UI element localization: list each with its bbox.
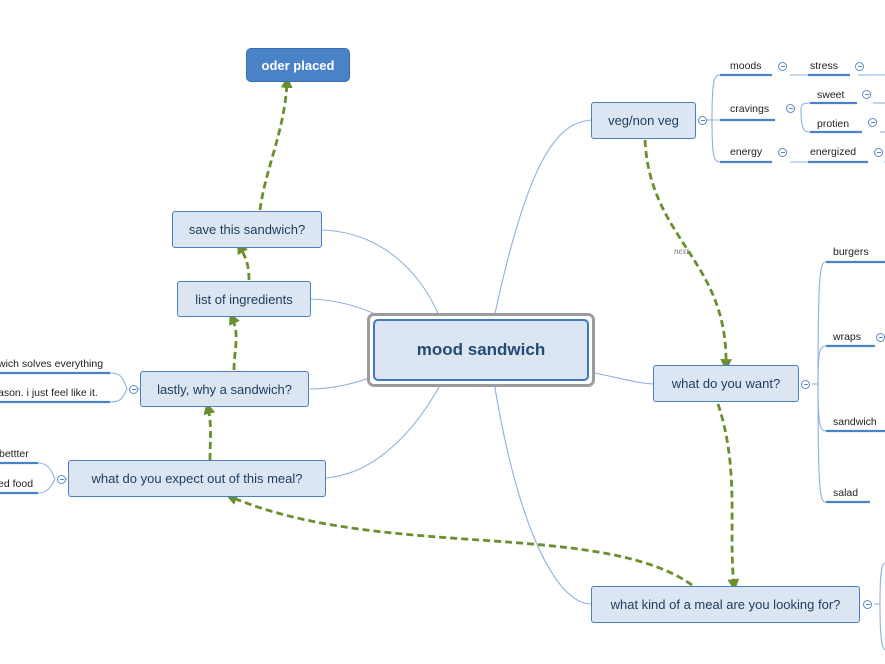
collapse-toggle-energy[interactable] bbox=[778, 148, 787, 157]
relationship-label: next bbox=[674, 246, 689, 256]
relationship-ingredients-to-save bbox=[237, 241, 251, 281]
topic-what-do-you-want[interactable]: what do you want? bbox=[653, 365, 799, 402]
branch-to-moods bbox=[711, 74, 772, 121]
branch-to-ingredients bbox=[310, 298, 376, 315]
branch-to-veg bbox=[493, 119, 593, 319]
collapse-toggle-cravings[interactable] bbox=[786, 104, 795, 113]
topic-why-sandwich[interactable]: lastly, why a sandwich? bbox=[140, 371, 309, 407]
topic-save-sandwich[interactable]: save this sandwich? bbox=[172, 211, 322, 248]
topic-ingredients[interactable]: list of ingredients bbox=[177, 281, 311, 317]
relationship-save-to-order bbox=[258, 76, 293, 211]
collapse-toggle-moods[interactable] bbox=[778, 62, 787, 71]
branch-to-protien bbox=[800, 108, 862, 133]
branch-to-want bbox=[589, 371, 655, 385]
branch-to-energy bbox=[711, 119, 772, 163]
relationship-expect-to-why bbox=[203, 402, 216, 461]
relationship-why-to-ingredients bbox=[229, 312, 240, 371]
central-topic[interactable]: mood sandwich bbox=[373, 319, 589, 381]
branch-to-meal-kind bbox=[493, 381, 592, 605]
collapse-toggle-energized[interactable] bbox=[874, 148, 883, 157]
collapse-toggle-stress[interactable] bbox=[855, 62, 864, 71]
subtopic-energy[interactable]: energy bbox=[730, 146, 763, 158]
subtopic-sandwich[interactable]: sandwich bbox=[833, 416, 877, 428]
subtopic-energized[interactable]: energized bbox=[810, 146, 857, 158]
topic-veg-non-veg[interactable]: veg/non veg bbox=[591, 102, 696, 139]
subtopic-protien[interactable]: protien bbox=[817, 118, 850, 130]
collapse-toggle-why[interactable] bbox=[129, 385, 138, 394]
central-topic-frame: mood sandwich bbox=[367, 313, 595, 387]
subtopic-burgers[interactable]: burgers bbox=[833, 246, 869, 258]
relationship-meal-kind-to-expect bbox=[225, 493, 693, 587]
subtopic-salad[interactable]: salad bbox=[833, 487, 859, 499]
collapse-toggle-expect[interactable] bbox=[57, 475, 66, 484]
subtopic-wraps[interactable]: wraps bbox=[833, 331, 862, 343]
topic-expectations[interactable]: what do you expect out of this meal? bbox=[68, 460, 326, 497]
collapse-toggle-protien[interactable] bbox=[868, 118, 877, 127]
branch-to-save bbox=[321, 229, 441, 319]
branch-to-wraps bbox=[817, 345, 875, 385]
branch-to-salad bbox=[817, 383, 870, 503]
collapse-toggle-meal-kind[interactable] bbox=[863, 600, 872, 609]
relationship-want-to-meal-kind bbox=[716, 403, 740, 591]
relationship-veg-to-want bbox=[643, 139, 732, 371]
subtopic-expect-b[interactable]: ed food bbox=[0, 478, 34, 490]
order-placed-topic[interactable]: oder placed bbox=[246, 48, 350, 82]
subtopic-expect-a[interactable]: bettter bbox=[0, 448, 29, 460]
subtopic-why-a[interactable]: wich solves everything bbox=[0, 358, 104, 370]
subtopic-cravings[interactable]: cravings bbox=[730, 103, 770, 115]
subtopic-moods[interactable]: moods bbox=[730, 60, 762, 72]
branch-to-expect bbox=[325, 381, 443, 479]
collapse-toggle-wraps[interactable] bbox=[876, 333, 885, 342]
branch-to-why bbox=[309, 376, 373, 390]
collapse-toggle-veg[interactable] bbox=[698, 116, 707, 125]
collapse-toggle-want[interactable] bbox=[801, 380, 810, 389]
branch-to-sweet bbox=[800, 102, 857, 110]
subtopic-sweet[interactable]: sweet bbox=[817, 89, 845, 101]
collapse-toggle-sweet[interactable] bbox=[862, 90, 871, 99]
subtopic-stress[interactable]: stress bbox=[810, 60, 839, 72]
topic-meal-kind[interactable]: what kind of a meal are you looking for? bbox=[591, 586, 860, 623]
subtopic-why-b[interactable]: ason. i just feel like it. bbox=[0, 387, 98, 399]
branch-to-burgers bbox=[817, 261, 885, 385]
